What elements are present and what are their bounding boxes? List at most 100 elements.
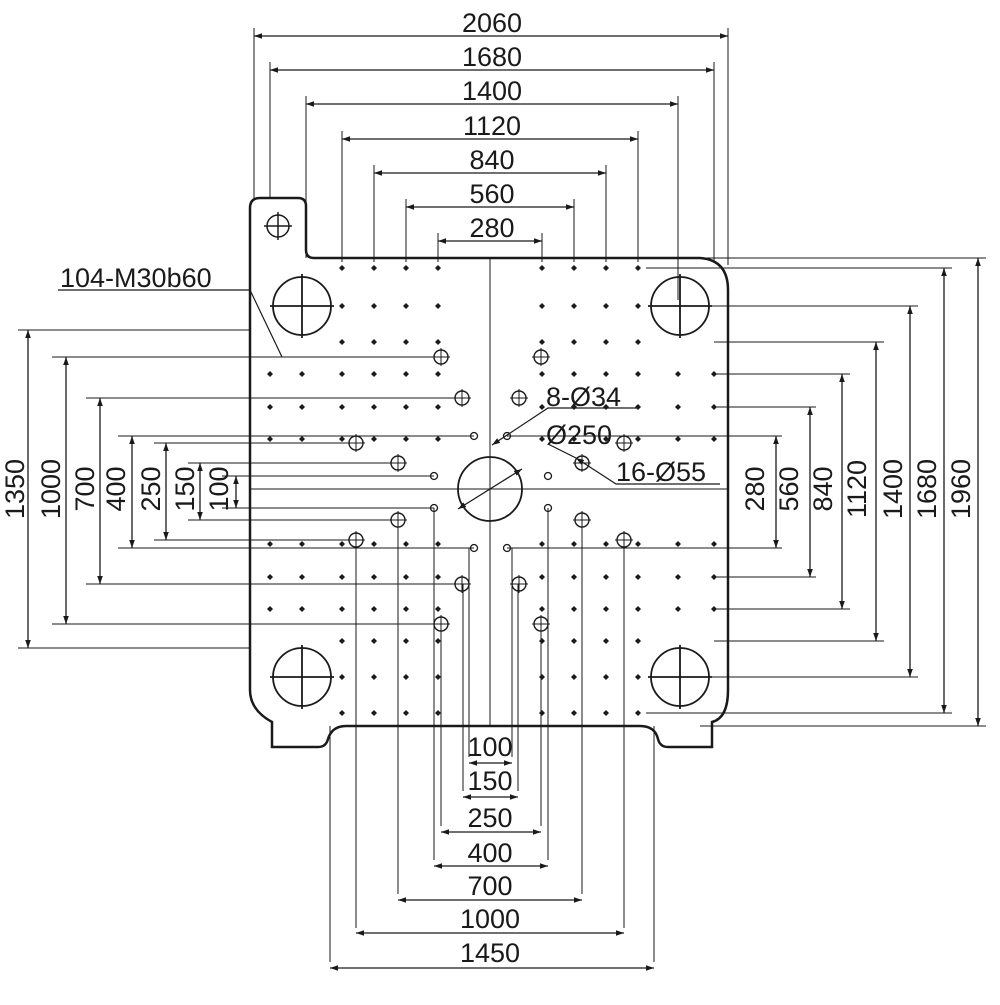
tapped-hole <box>539 436 545 442</box>
tapped-hole <box>435 574 441 580</box>
tapped-hole <box>371 404 377 410</box>
tapped-hole <box>435 606 441 612</box>
tapped-hole <box>403 710 409 716</box>
tapped-hole <box>403 303 409 309</box>
tapped-hole <box>635 638 641 644</box>
tapped-hole <box>267 436 273 442</box>
tapped-hole <box>435 265 441 271</box>
top-dim-label-1680: 1680 <box>462 42 522 72</box>
tapped-hole <box>339 574 345 580</box>
bottom-dim-label-700: 700 <box>467 871 512 901</box>
tapped-hole <box>299 404 305 410</box>
tapped-hole <box>675 371 681 377</box>
tapped-hole <box>403 404 409 410</box>
tapped-hole <box>603 638 609 644</box>
top-dim-label-2060: 2060 <box>462 8 522 38</box>
tapped-hole <box>339 303 345 309</box>
tapped-hole <box>403 265 409 271</box>
tapped-hole <box>403 606 409 612</box>
tapped-hole <box>603 674 609 680</box>
bottom-dim-label-250: 250 <box>467 803 512 833</box>
tapped-hole <box>539 371 545 377</box>
tapped-hole <box>539 339 545 345</box>
tapped-hole <box>635 674 641 680</box>
tapped-hole <box>675 436 681 442</box>
tapped-hole <box>339 371 345 377</box>
tapped-hole <box>403 674 409 680</box>
tapped-hole <box>571 371 577 377</box>
tapped-hole <box>371 638 377 644</box>
tapped-hole <box>371 574 377 580</box>
tapped-hole <box>603 574 609 580</box>
tapped-hole <box>603 541 609 547</box>
tapped-hole <box>403 339 409 345</box>
left-dim-label-150: 150 <box>170 466 200 511</box>
tapped-hole <box>267 541 273 547</box>
tapped-hole <box>571 674 577 680</box>
tapped-hole <box>299 606 305 612</box>
tapped-hole <box>603 339 609 345</box>
tie-bar-hole-top-left <box>270 274 334 338</box>
tapped-hole <box>371 339 377 345</box>
tapped-hole <box>571 303 577 309</box>
tapped-hole <box>371 265 377 271</box>
tapped-hole <box>403 541 409 547</box>
tapped-hole <box>435 436 441 442</box>
tapped-hole <box>635 303 641 309</box>
tapped-hole <box>603 710 609 716</box>
extension-lines <box>18 28 986 962</box>
tapped-hole <box>539 606 545 612</box>
tie-bar-hole-bottom-left <box>270 645 334 709</box>
tapped-hole <box>675 404 681 410</box>
tapped-hole <box>403 436 409 442</box>
tapped-hole <box>635 574 641 580</box>
right-dim-label-280: 280 <box>740 466 770 511</box>
tapped-hole <box>571 339 577 345</box>
tapped-hole <box>435 710 441 716</box>
tapped-hole <box>603 371 609 377</box>
tapped-hole <box>403 371 409 377</box>
bottom-dim-label-1450: 1450 <box>460 938 520 968</box>
tapped-hole <box>339 339 345 345</box>
tapped-hole <box>571 541 577 547</box>
tapped-hole <box>339 638 345 644</box>
tapped-hole <box>571 436 577 442</box>
tapped-hole <box>435 638 441 644</box>
tapped-hole <box>435 404 441 410</box>
left-dim-label-100: 100 <box>204 466 234 511</box>
tapped-hole <box>635 404 641 410</box>
tapped-hole <box>339 265 345 271</box>
right-dim-label-560: 560 <box>774 466 804 511</box>
tapped-hole <box>339 404 345 410</box>
top-dim-label-560: 560 <box>469 179 514 209</box>
tapped-hole <box>603 265 609 271</box>
tapped-hole <box>711 436 717 442</box>
tapped-hole <box>435 371 441 377</box>
left-dim-label-400: 400 <box>101 466 131 511</box>
bottom-dim-label-150: 150 <box>467 766 512 796</box>
top-dim-label-1120: 1120 <box>463 111 521 141</box>
tapped-hole <box>635 371 641 377</box>
tapped-hole <box>635 541 641 547</box>
right-dim-label-1400: 1400 <box>878 459 908 519</box>
tapped-hole <box>299 541 305 547</box>
tapped-hole <box>371 303 377 309</box>
tapped-hole <box>403 574 409 580</box>
tapped-hole <box>571 606 577 612</box>
tapped-hole <box>539 404 545 410</box>
tapped-hole-grid <box>267 265 717 716</box>
left-dim-label-1350: 1350 <box>0 459 30 519</box>
dimension-lines <box>25 33 981 971</box>
tapped-hole <box>571 638 577 644</box>
right-dim-label-1960: 1960 <box>946 459 976 519</box>
tapped-hole <box>371 541 377 547</box>
tapped-holes-callout: 104-M30b60 <box>60 263 212 293</box>
tapped-hole <box>299 436 305 442</box>
tapped-hole <box>267 574 273 580</box>
tapped-hole <box>339 436 345 442</box>
tapped-hole <box>539 303 545 309</box>
tapped-hole <box>675 541 681 547</box>
tapped-hole <box>371 371 377 377</box>
